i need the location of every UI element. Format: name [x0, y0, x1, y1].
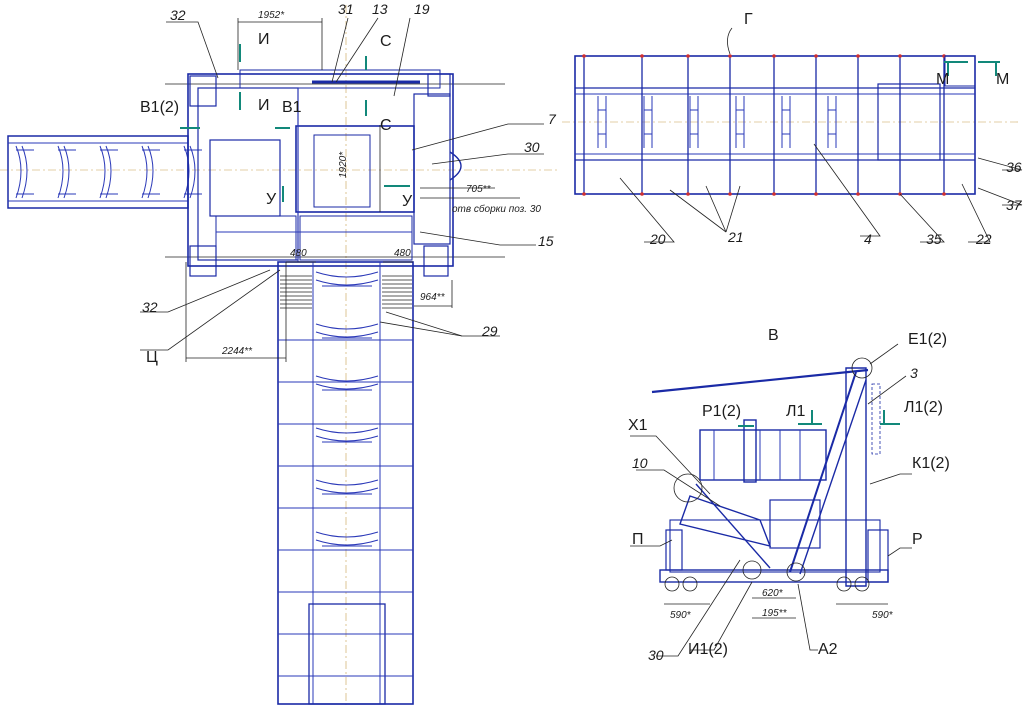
label-19: 19 [414, 1, 430, 17]
roller [597, 96, 607, 148]
view-v [630, 343, 912, 657]
joint-marker [772, 54, 776, 58]
joint-marker [640, 54, 644, 58]
joint-marker [640, 192, 644, 196]
label-29: 29 [481, 323, 498, 339]
roller [15, 145, 34, 199]
wheel [664, 576, 680, 592]
label-3: 3 [910, 365, 918, 381]
label-20: 20 [649, 231, 666, 247]
label-32-top: 32 [170, 7, 186, 23]
roller [827, 96, 837, 148]
section-u-label-1: У [266, 191, 277, 208]
joint-marker [772, 192, 776, 196]
label-k1: К1(2) [912, 455, 950, 472]
wheel [854, 576, 870, 592]
roller [315, 427, 379, 443]
joint-marker [856, 192, 860, 196]
joint-marker [814, 192, 818, 196]
label-r1: Р1(2) [702, 403, 741, 420]
label-32-bottom: 32 [142, 299, 158, 315]
view-ts-label: Ц [146, 349, 158, 366]
vertical-conveyor [277, 261, 414, 705]
joint-marker [856, 54, 860, 58]
left-conveyor [7, 135, 202, 209]
dim-705: 705** [466, 184, 492, 195]
roller [315, 323, 379, 339]
roller [141, 145, 160, 199]
label-x1: Х1 [628, 417, 648, 434]
dim-195: 195** [762, 608, 788, 619]
dim-590-left: 590* [670, 610, 692, 621]
joint-marker [686, 54, 690, 58]
label-30-plan: 30 [524, 139, 540, 155]
label-e1: Е1(2) [908, 331, 947, 348]
plan-view [0, 5, 560, 705]
label-37: 37 [1006, 197, 1023, 213]
roller [57, 145, 76, 199]
label-4: 4 [864, 231, 872, 247]
label-l1-2: Л1(2) [904, 399, 943, 416]
note-hole: отв сборки поз. 30 [452, 203, 541, 215]
dim-590-right: 590* [872, 610, 894, 621]
roller [315, 531, 379, 547]
joint-marker [582, 54, 586, 58]
view-g-label: Г [744, 11, 753, 28]
dim-2244: 2244** [221, 346, 253, 357]
label-l1: Л1 [786, 403, 806, 420]
section-i-label-2: И [258, 97, 270, 114]
section-m-label-2: М [996, 71, 1009, 88]
section-b1-left-label: В1(2) [140, 99, 179, 116]
roller [315, 479, 379, 495]
section-u-label-2: У [402, 193, 413, 210]
joint-marker [814, 54, 818, 58]
label-15: 15 [538, 233, 554, 249]
view-v-label: В [768, 327, 779, 344]
section-b1-right-label: В1 [282, 99, 302, 116]
dim-1952: 1952* [258, 10, 285, 21]
labels: 32 31 13 19 7 30 15 29 32 И И С С В1(2) … [140, 1, 1023, 663]
dim-480-left: 480 [290, 248, 307, 259]
roller [315, 271, 379, 287]
transfer-frame [187, 69, 462, 277]
dim-1920: 1920* [338, 151, 349, 178]
label-31: 31 [338, 1, 354, 17]
label-7: 7 [548, 111, 557, 127]
label-a2: А2 [818, 641, 838, 658]
dim-480-right: 480 [394, 248, 411, 259]
joint-marker [942, 192, 946, 196]
section-s-label-2: С [380, 117, 392, 134]
wheel [682, 576, 698, 592]
roller [781, 96, 791, 148]
dim-964: 964** [420, 292, 446, 303]
side-view [562, 27, 1023, 243]
label-p: П [632, 531, 644, 548]
label-r: Р [912, 531, 923, 548]
roller [315, 375, 379, 391]
label-36: 36 [1006, 159, 1022, 175]
label-21: 21 [727, 229, 744, 245]
dim-620: 620* [762, 588, 784, 599]
joint-marker [728, 54, 732, 58]
joint-marker [582, 192, 586, 196]
section-m-label-1: М [936, 71, 949, 88]
roller [643, 96, 653, 148]
label-i1: И1(2) [688, 641, 728, 658]
wheel [836, 576, 852, 592]
section-i-label-1: И [258, 31, 270, 48]
label-10: 10 [632, 455, 648, 471]
roller [689, 96, 699, 148]
roller [183, 145, 202, 199]
label-35: 35 [926, 231, 942, 247]
joint-marker [898, 54, 902, 58]
label-13: 13 [372, 1, 388, 17]
label-22: 22 [975, 231, 992, 247]
joint-marker [728, 192, 732, 196]
label-30-view: 30 [648, 647, 664, 663]
roller [99, 145, 118, 199]
roller [735, 96, 745, 148]
section-s-label-1: С [380, 33, 392, 50]
joint-marker [686, 192, 690, 196]
